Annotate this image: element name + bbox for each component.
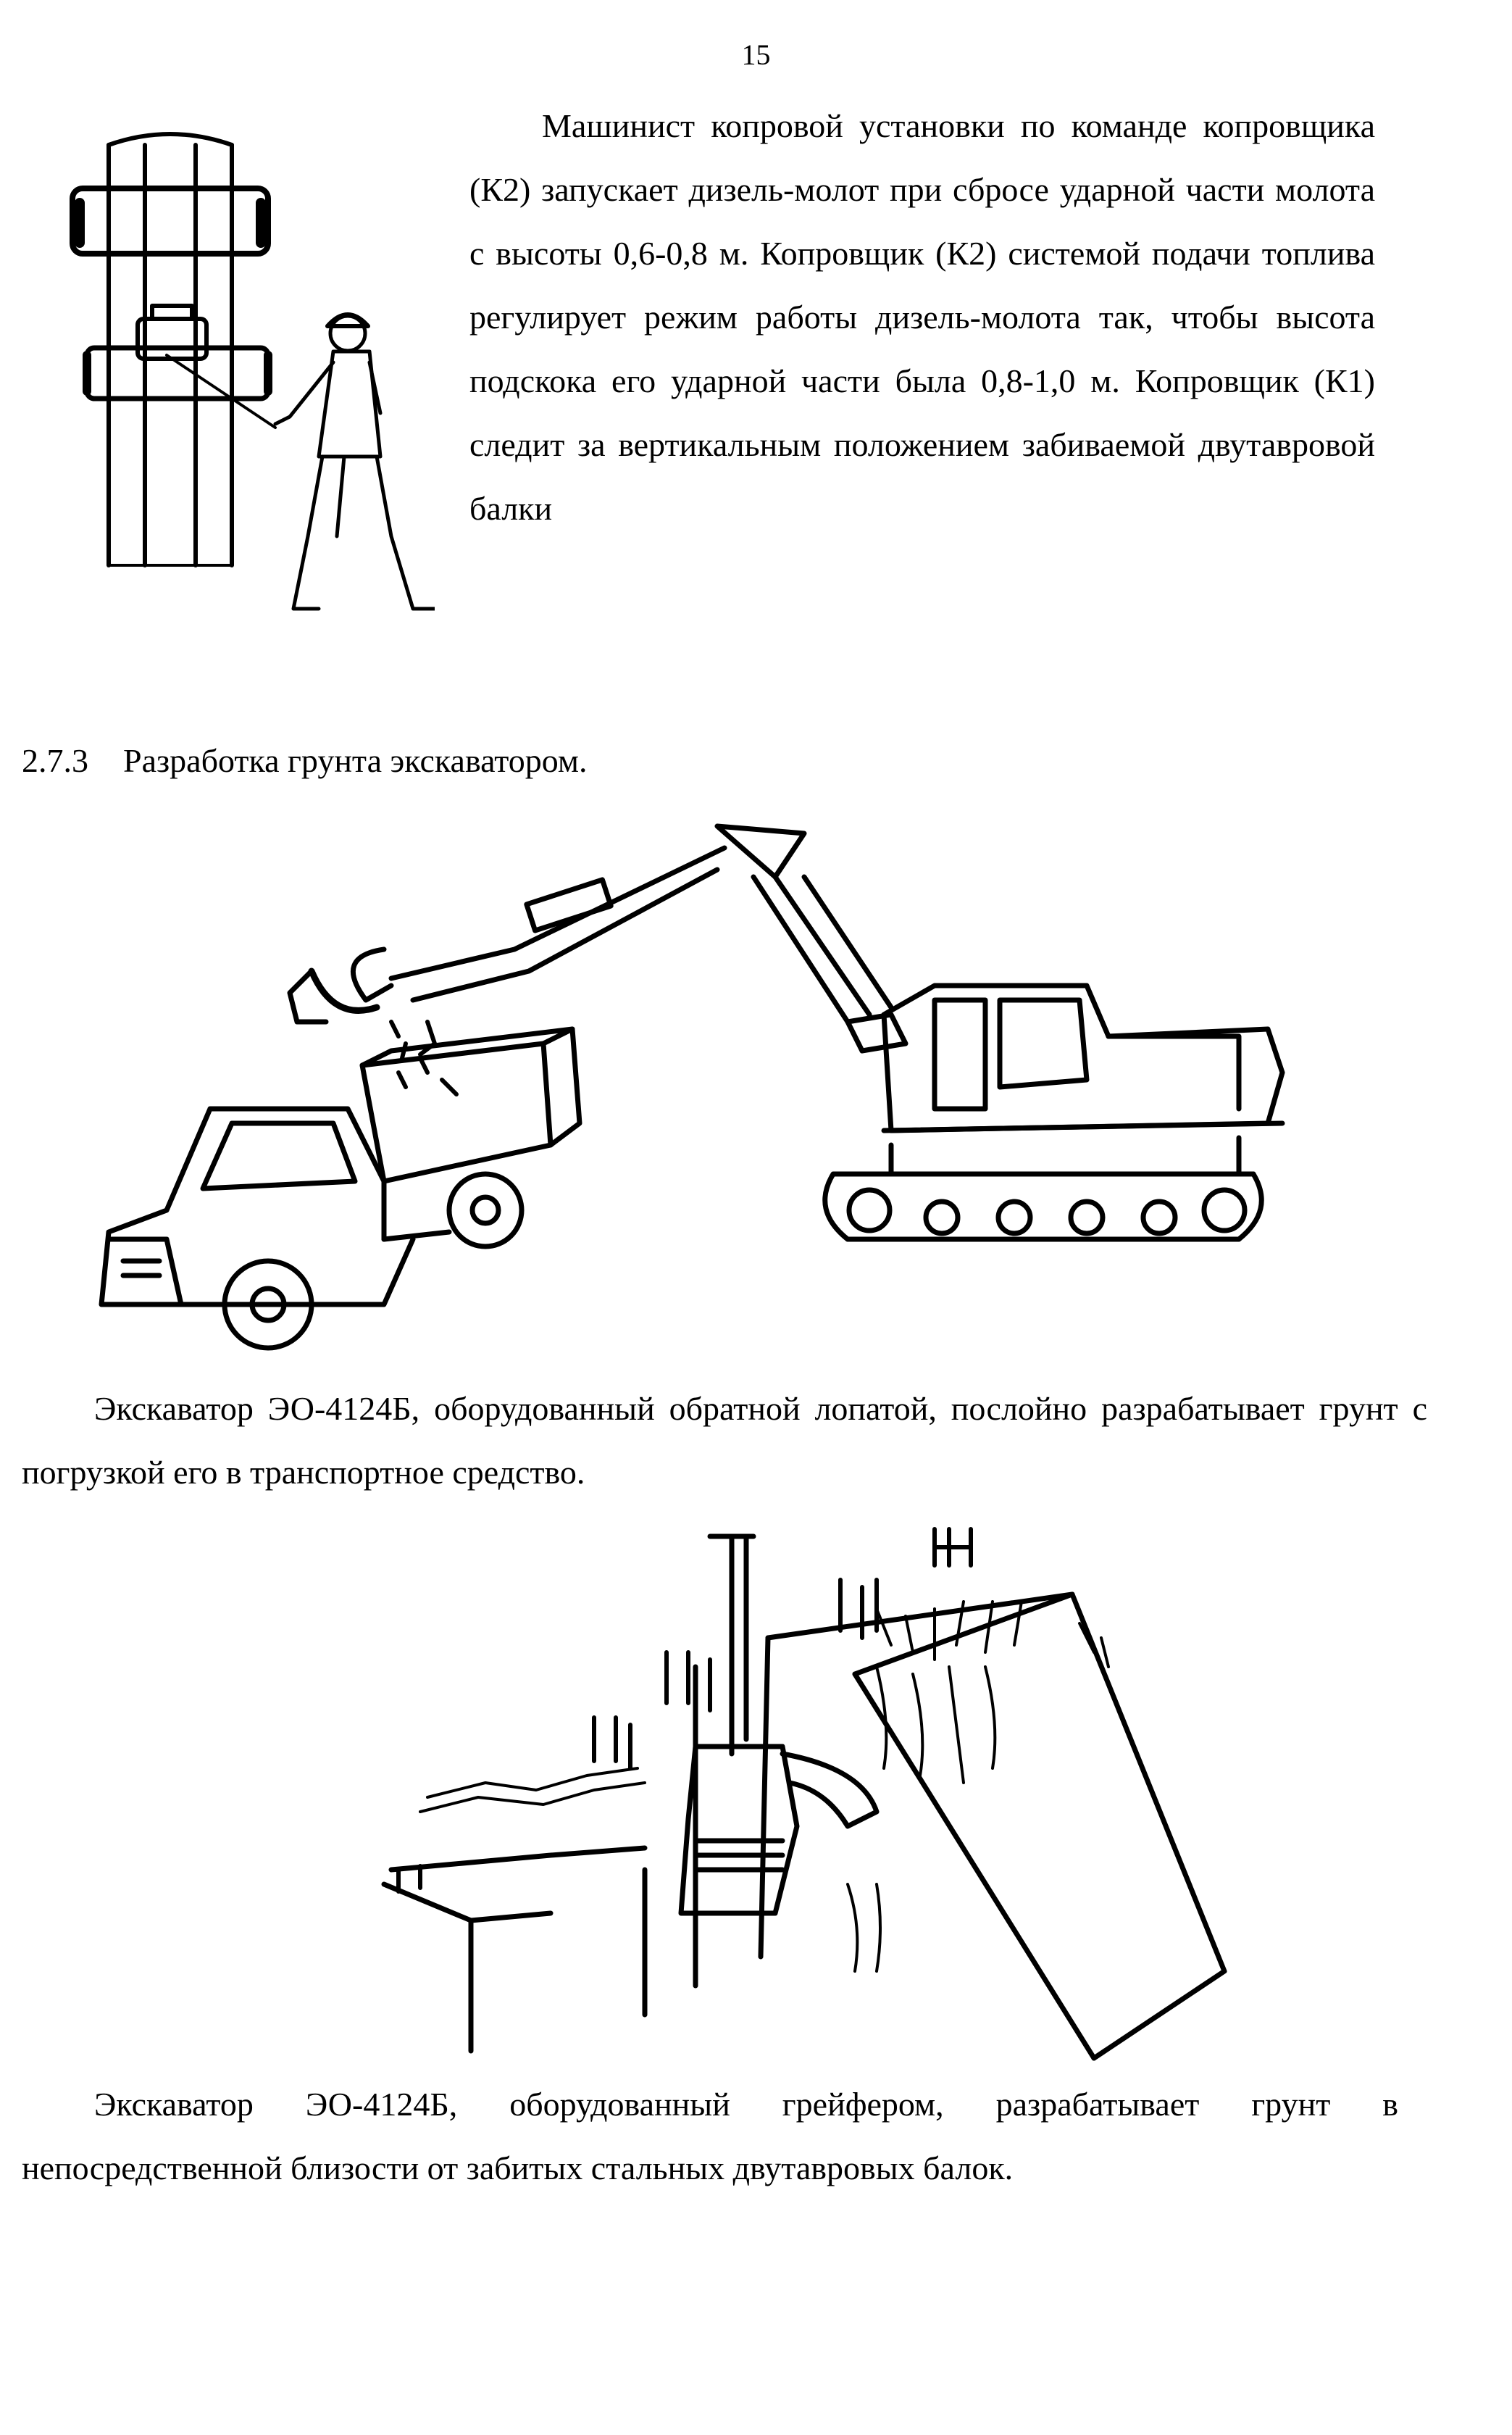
fuel-control-rope <box>165 354 277 429</box>
figure-pile-driver <box>58 116 435 638</box>
caption-grab-excavator: Экскаватор ЭО-4124Б, оборудованный грейф… <box>22 2086 1398 2186</box>
pile-column <box>70 132 272 567</box>
trench-walls <box>381 1591 1227 2061</box>
grab-excavator-illustration <box>381 1527 1227 2061</box>
dump-truck <box>99 1026 582 1351</box>
grab-bucket <box>678 1533 880 1916</box>
worker-figure <box>273 312 435 611</box>
excavator-tracks <box>822 1135 1264 1242</box>
excavator-truck-illustration <box>99 823 1285 1351</box>
pile-driver-illustration <box>70 132 435 611</box>
steel-beams <box>396 1527 973 1894</box>
excavator-body <box>881 983 1285 1133</box>
caption-excavator-backhoe: Экскаватор ЭО-4124Б, оборудованный обрат… <box>22 1390 1427 1491</box>
paragraph-pile-driving: Машинист копровой установки по команде к… <box>469 107 1375 527</box>
figure-grab-excavator <box>355 1507 1261 2065</box>
page-number: 15 <box>741 38 771 71</box>
falling-soil <box>389 1020 459 1096</box>
excavator-boom <box>287 823 909 1054</box>
section-number: 2.7.3 <box>22 742 88 779</box>
section-title: Разработка грунта экскаватором. <box>123 742 588 779</box>
soil-roots <box>419 1600 1110 1973</box>
figure-excavator-truck <box>80 804 1311 1384</box>
section-heading: 2.7.3 Разработка грунта экскаватором. <box>22 739 588 783</box>
